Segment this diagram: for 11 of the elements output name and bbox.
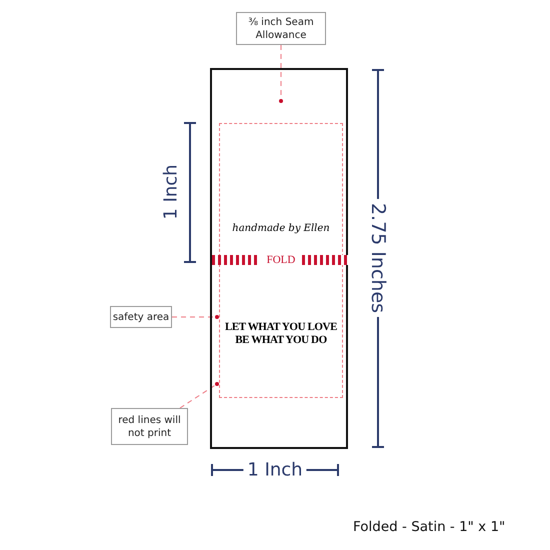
leader-line <box>172 315 219 319</box>
label-outline <box>210 68 348 449</box>
callout-box: ⅜ inch Seam Allowance <box>236 12 326 45</box>
leader-line <box>279 44 283 103</box>
fold-text: FOLD <box>260 253 302 267</box>
callout-box: safety area <box>110 306 172 328</box>
callout-box: red lines will not print <box>111 408 188 445</box>
script-text: handmade by Ellen <box>231 223 331 234</box>
caption-text: Folded - Satin - 1" x 1" <box>353 519 506 535</box>
leader-line <box>180 382 219 408</box>
quote-text: LET WHAT YOU LOVE BE WHAT YOU DO <box>224 321 338 347</box>
